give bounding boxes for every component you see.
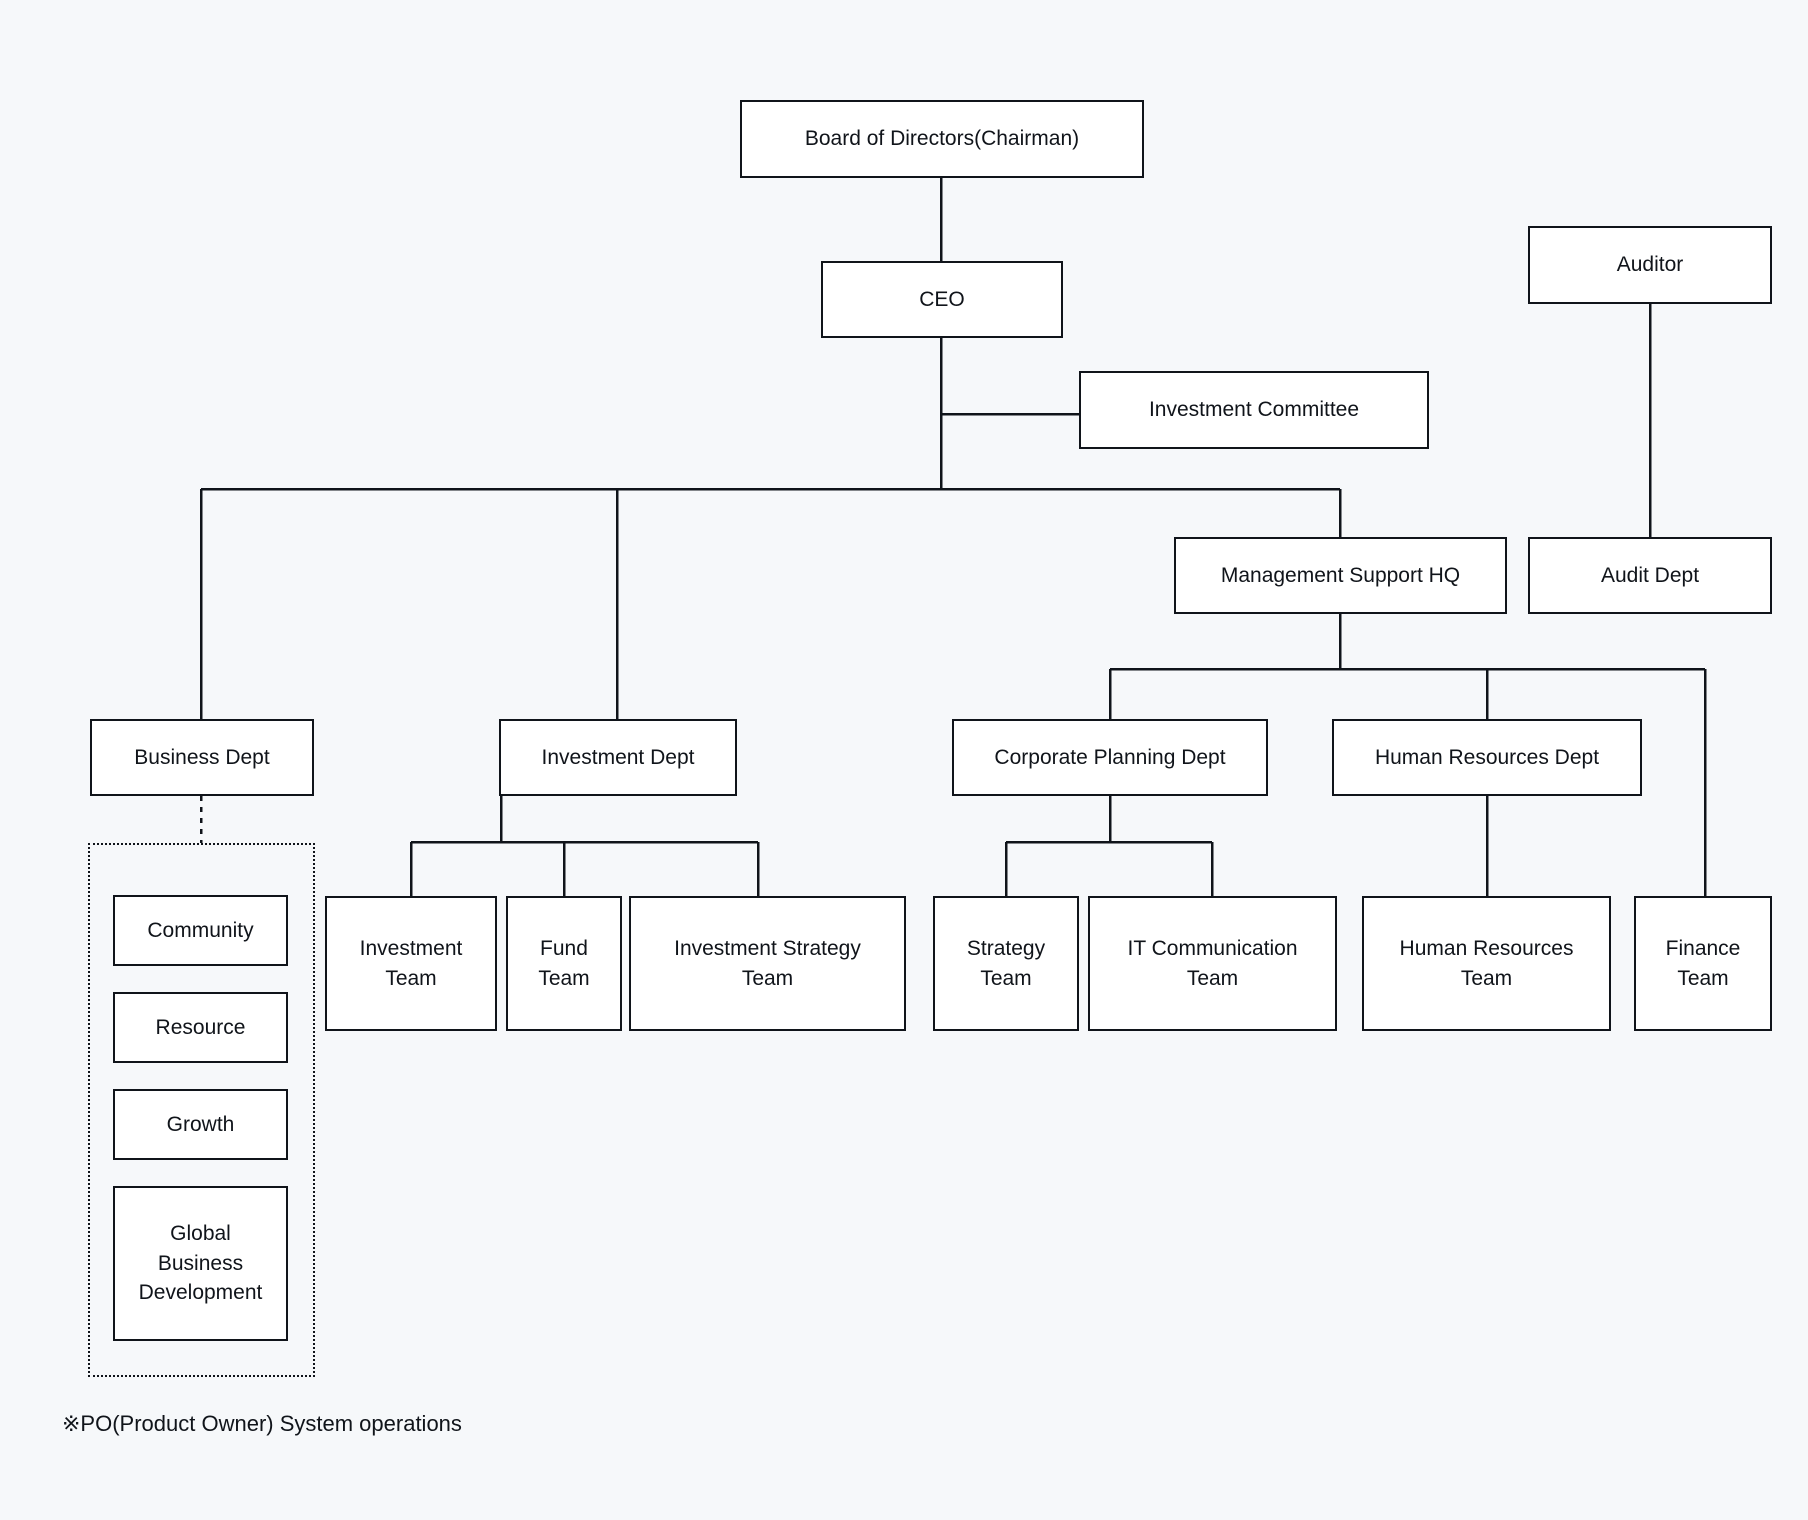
- node-label: Auditor: [1616, 253, 1684, 277]
- po-group-box: [88, 843, 315, 1377]
- node-label: Growth: [166, 1112, 235, 1136]
- node-audit-dept[interactable]: Audit Dept: [1528, 537, 1772, 614]
- node-corporate-planning-dept[interactable]: Corporate Planning Dept: [952, 719, 1268, 796]
- node-label: Management Support HQ: [1220, 563, 1461, 587]
- node-human-resources-dept[interactable]: Human Resources Dept: [1332, 719, 1642, 796]
- node-investment-dept[interactable]: Investment Dept: [499, 719, 737, 796]
- node-label: Investment Dept: [541, 745, 695, 769]
- node-label: Corporate Planning Dept: [994, 745, 1226, 769]
- node-fund-team[interactable]: Fund Team: [506, 896, 622, 1031]
- node-human-resources-team[interactable]: Human Resources Team: [1362, 896, 1611, 1031]
- node-strategy-team[interactable]: Strategy Team: [933, 896, 1079, 1031]
- node-auditor[interactable]: Auditor: [1528, 226, 1772, 304]
- node-label: IT Communication Team: [1127, 936, 1298, 990]
- node-ceo[interactable]: CEO: [821, 261, 1063, 338]
- node-label: Board of Directors(Chairman): [804, 127, 1080, 151]
- node-label: Investment Team: [359, 936, 463, 990]
- node-investment-team[interactable]: Investment Team: [325, 896, 497, 1031]
- node-label: Strategy Team: [966, 936, 1046, 990]
- node-investment-strategy-team[interactable]: Investment Strategy Team: [629, 896, 906, 1031]
- node-management-support-hq[interactable]: Management Support HQ: [1174, 537, 1507, 614]
- node-label: Finance Team: [1665, 936, 1741, 990]
- node-label: CEO: [919, 287, 965, 311]
- node-label: Audit Dept: [1600, 563, 1700, 587]
- node-label: Global Business Development: [138, 1221, 263, 1305]
- node-label: Investment Strategy Team: [674, 936, 861, 990]
- node-label: Business Dept: [134, 745, 270, 769]
- node-label: Investment Committee: [1148, 398, 1360, 422]
- node-investment-committee[interactable]: Investment Committee: [1079, 371, 1429, 449]
- node-label: Fund Team: [538, 936, 590, 990]
- node-label: Human Resources Team: [1399, 936, 1574, 990]
- node-resource[interactable]: Resource: [113, 992, 288, 1063]
- node-board-of-directors[interactable]: Board of Directors(Chairman): [740, 100, 1144, 178]
- node-community[interactable]: Community: [113, 895, 288, 966]
- footnote-po-system: ※PO(Product Owner) System operations: [62, 1411, 462, 1436]
- node-business-dept[interactable]: Business Dept: [90, 719, 314, 796]
- node-global-business-development[interactable]: Global Business Development: [113, 1186, 288, 1341]
- node-label: Human Resources Dept: [1374, 745, 1600, 769]
- node-label: Community: [147, 918, 254, 942]
- node-it-communication-team[interactable]: IT Communication Team: [1088, 896, 1337, 1031]
- node-growth[interactable]: Growth: [113, 1089, 288, 1160]
- node-label: Resource: [155, 1015, 246, 1039]
- node-finance-team[interactable]: Finance Team: [1634, 896, 1772, 1031]
